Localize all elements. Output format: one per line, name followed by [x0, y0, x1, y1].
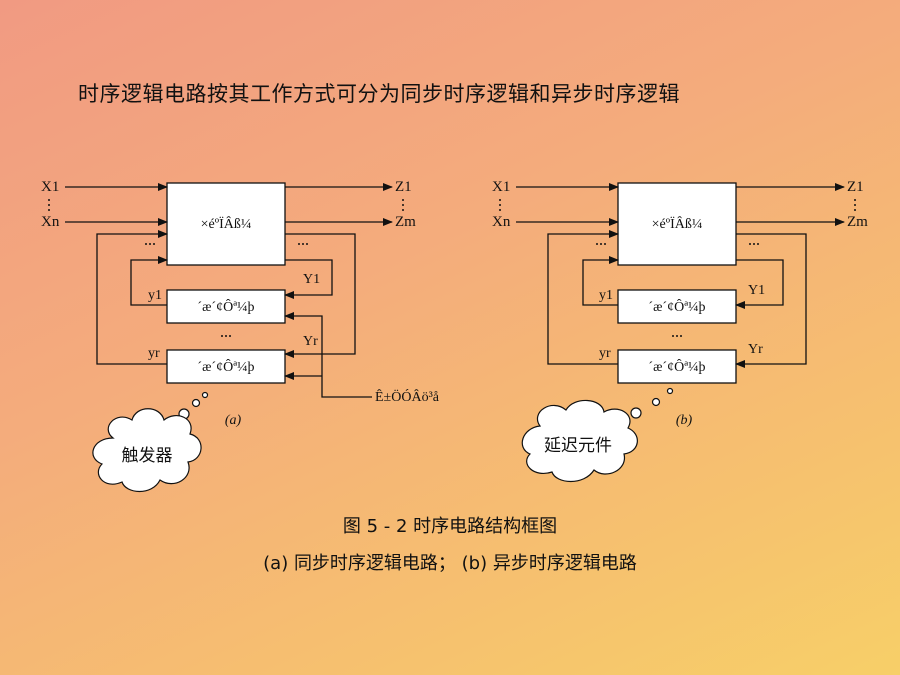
storage-label-a-r: ´æ´¢Ôª¼þ — [197, 358, 254, 375]
output-label-b-m: Zm — [847, 214, 868, 230]
diagram-a-dots — [48, 199, 404, 337]
diagram-b-dots — [499, 199, 856, 337]
cloud-text-a: 触发器 — [122, 446, 173, 466]
diagram-b — [516, 182, 845, 384]
storage-block-b-1 — [617, 289, 737, 324]
storage-label-b-r: ´æ´¢Ôª¼þ — [648, 358, 705, 375]
state-label-a-1: y1 — [148, 288, 162, 303]
output-label-a-1: Z1 — [395, 179, 412, 195]
excite-label-a-r: Yr — [303, 334, 318, 349]
sub-label-b: (b) — [676, 413, 693, 428]
diagram-a — [65, 182, 393, 398]
state-label-b-r: yr — [599, 346, 611, 361]
storage-label-b-1: ´æ´¢Ôª¼þ — [648, 298, 705, 315]
output-label-b-1: Z1 — [847, 179, 864, 195]
output-label-a-m: Zm — [395, 214, 416, 230]
excite-label-b-1: Y1 — [748, 283, 765, 298]
input-label-a-n: Xn — [41, 214, 60, 230]
state-label-b-1: y1 — [599, 288, 613, 303]
comb-block-label-a: ×éºÏÂß¼­ — [201, 215, 252, 232]
input-label-b-n: Xn — [492, 214, 511, 230]
input-label-a-1: X1 — [41, 179, 59, 195]
sub-label-a: (a) — [225, 413, 242, 428]
comb-block-a — [166, 182, 286, 266]
excite-label-b-r: Yr — [748, 342, 763, 357]
figure-caption: 图 5 - 2 时序电路结构框图 — [342, 516, 558, 537]
comb-block-label-b: ×éºÏÂß¼­ — [652, 215, 703, 232]
storage-block-a-1 — [166, 289, 286, 324]
cloud-text-b: 延迟元件 — [544, 436, 612, 456]
page-title: 时序逻辑电路按其工作方式可分为同步时序逻辑和异步时序逻辑 — [78, 82, 680, 106]
input-label-b-1: X1 — [492, 179, 510, 195]
storage-block-a-r — [166, 349, 286, 384]
thought-cloud-b — [521, 387, 674, 483]
storage-label-a-1: ´æ´¢Ôª¼þ — [197, 298, 254, 315]
clock-label-a: Ê±ÖÓÂö³å — [375, 388, 440, 405]
thought-cloud-a — [92, 391, 209, 493]
figure-subcaption: (a) 同步时序逻辑电路； (b) 异步时序逻辑电路 — [263, 553, 637, 574]
excite-label-a-1: Y1 — [303, 272, 320, 287]
comb-block-b — [617, 182, 737, 266]
state-label-a-r: yr — [148, 346, 160, 361]
